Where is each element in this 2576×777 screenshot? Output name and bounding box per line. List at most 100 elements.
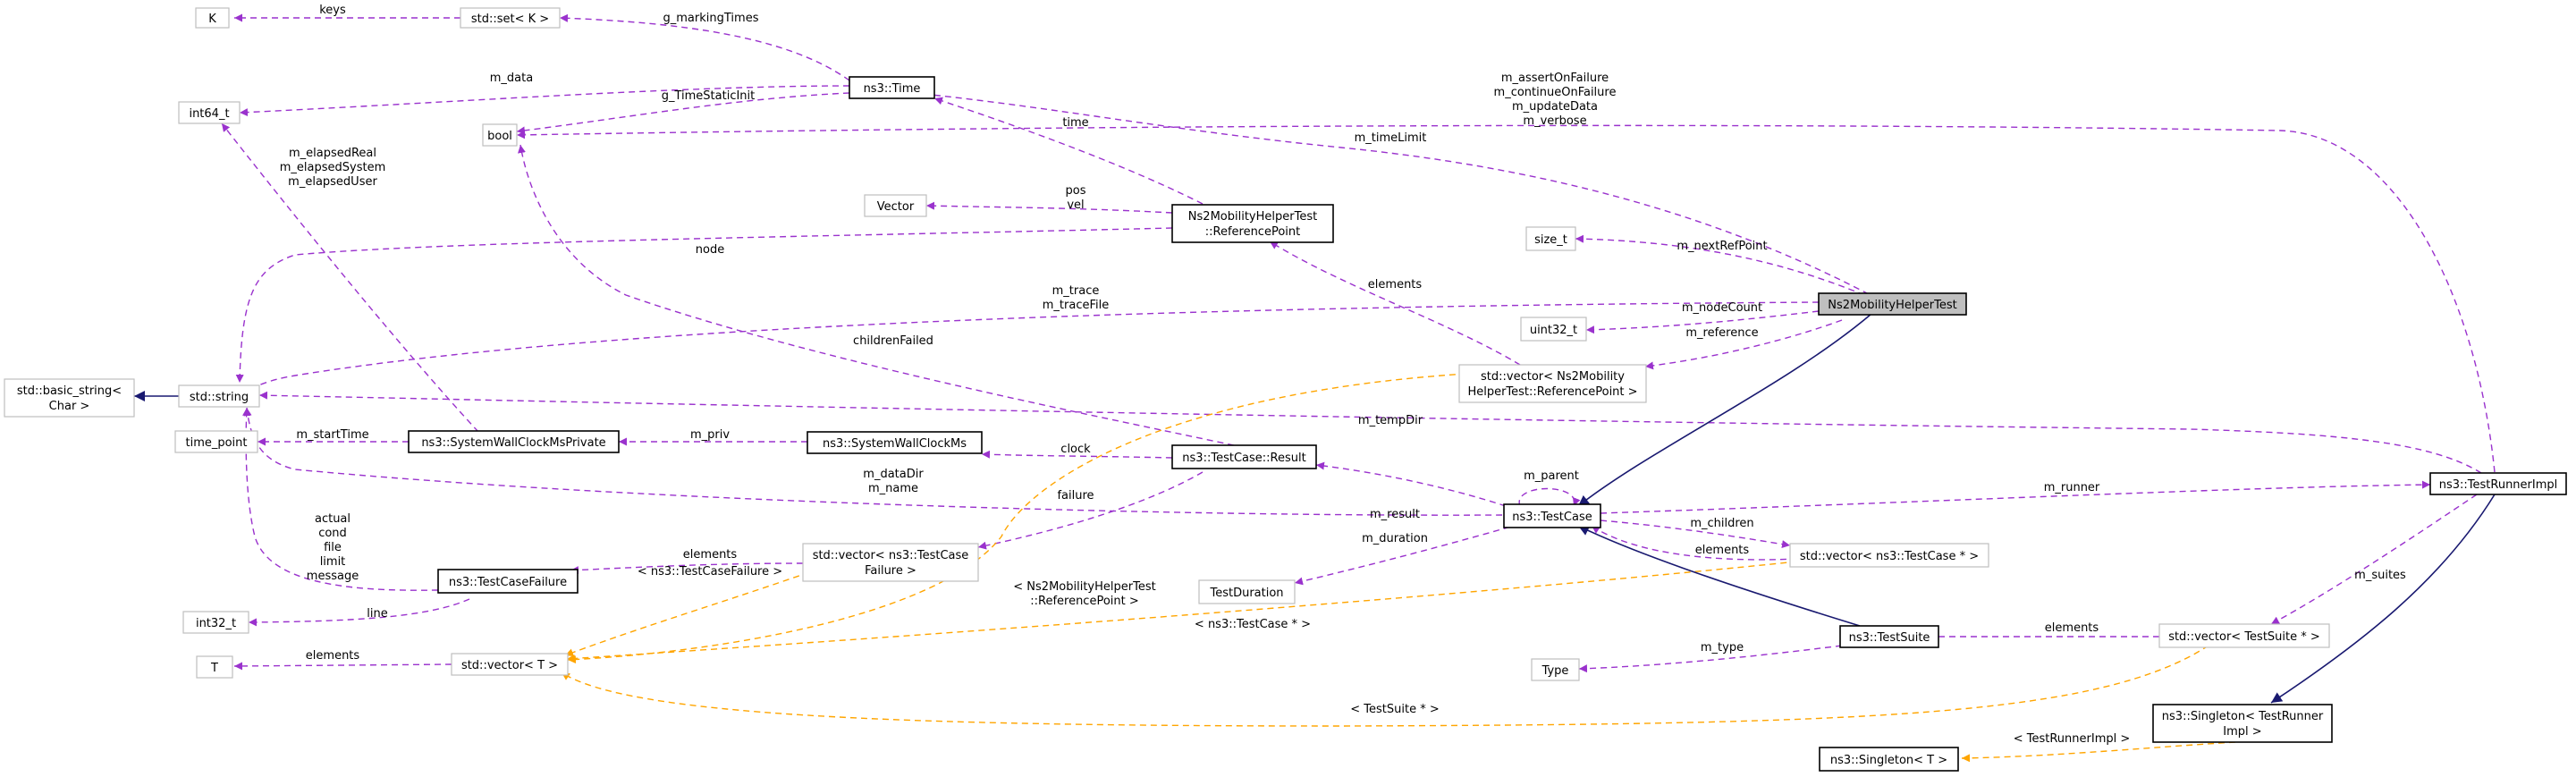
node-basic-string-label-2: Char > (49, 400, 90, 413)
edge-main-reference (1644, 319, 1843, 370)
label-m-duration: m_duration (1362, 532, 1428, 545)
label-member-flags-4: m_verbose (1523, 114, 1586, 128)
node-time-point[interactable]: time_point (174, 430, 258, 453)
node-time-point-label: time_point (185, 436, 247, 450)
node-vector-testsuite-ptr[interactable]: std::vector< TestSuite * > (2158, 623, 2330, 648)
node-std-vector-t[interactable]: std::vector< T > (451, 653, 569, 676)
label-time: time (1062, 116, 1088, 130)
node-uint32[interactable]: uint32_t (1520, 317, 1587, 342)
node-vector-testcase-failure-label-2: Failure > (865, 564, 916, 578)
edge-suite-type (1578, 645, 1843, 673)
node-reference-point-label-2: ::ReferencePoint (1205, 225, 1301, 239)
label-member-flags-1: m_assertOnFailure (1501, 72, 1609, 85)
node-vector-testcase-failure-label-1: std::vector< ns3::TestCase (813, 549, 969, 562)
node-vector-testcase-failure[interactable]: std::vector< ns3::TestCase Failure > (802, 543, 979, 582)
node-t-label: T (210, 662, 218, 675)
edge-testcase-duration (1294, 523, 1521, 586)
edges (134, 13, 2496, 763)
edge-ref-node (235, 227, 1173, 384)
edge-tmpl-runner (1961, 741, 2236, 763)
node-test-runner-impl[interactable]: ns3::TestRunnerImpl (2429, 472, 2567, 495)
label-elements-t: elements (306, 649, 360, 663)
node-size-t[interactable]: size_t (1525, 226, 1576, 251)
node-ns3-time-label: ns3::Time (864, 82, 921, 96)
edge-testcase-result (1315, 461, 1507, 507)
node-k-label: K (208, 13, 216, 26)
node-t[interactable]: T (196, 655, 233, 679)
edge-runner-tempdir (258, 391, 2482, 474)
label-m-tempdir: m_tempDir (1358, 414, 1423, 427)
label-message: message (307, 570, 359, 583)
label-tmpl-runner: < TestRunnerImpl > (2014, 732, 2131, 746)
label-keys: keys (319, 4, 346, 17)
node-size-t-label: size_t (1534, 233, 1567, 247)
edge-labels: keys g_markingTimes m_data g_TimeStaticI… (280, 4, 2406, 746)
node-std-string[interactable]: std::string (178, 384, 260, 408)
node-int32[interactable]: int32_t (182, 611, 249, 634)
edge-vecfailure-elements (570, 562, 804, 575)
node-test-duration-label: TestDuration (1209, 587, 1283, 600)
edge-main-nextref (1575, 234, 1865, 296)
node-vector-label: Vector (877, 200, 915, 214)
node-test-runner-impl-label: ns3::TestRunnerImpl (2439, 478, 2558, 492)
node-vector-testcase-ptr[interactable]: std::vector< ns3::TestCase * > (1789, 543, 1989, 568)
node-ns2-mobility-helper-test[interactable]: Ns2MobilityHelperTest (1818, 292, 1967, 316)
edge-failure-fields (242, 407, 439, 591)
node-type[interactable]: Type (1531, 658, 1580, 681)
edge-result-failure (977, 471, 1204, 550)
node-std-set[interactable]: std::set< K > (460, 7, 561, 29)
node-k[interactable]: K (195, 7, 230, 29)
node-reference-point[interactable]: Ns2MobilityHelperTest ::ReferencePoint (1171, 204, 1334, 243)
edge-runner-suites (2270, 494, 2478, 625)
label-actual: actual (315, 512, 351, 526)
label-m-suites: m_suites (2354, 569, 2406, 582)
node-int64[interactable]: int64_t (178, 101, 241, 124)
label-g-timestaticinit: g_TimeStaticInit (662, 89, 756, 103)
label-m-result: m_result (1370, 508, 1420, 521)
node-vector[interactable]: Vector (864, 194, 927, 217)
edge-tmpl-refpoint (567, 373, 1467, 664)
node-testcase[interactable]: ns3::TestCase (1503, 503, 1601, 528)
edge-testcase-parent (1518, 487, 1581, 507)
edge-vectc-elements (1591, 525, 1798, 561)
node-test-duration[interactable]: TestDuration (1198, 579, 1296, 604)
label-pos: pos (1066, 184, 1086, 198)
label-m-name: m_name (868, 482, 918, 495)
edge-private-elapsed (221, 122, 479, 433)
node-wallclock[interactable]: ns3::SystemWallClockMs (807, 431, 983, 454)
node-ns3-time[interactable]: ns3::Time (849, 76, 935, 99)
node-testcase-failure[interactable]: ns3::TestCaseFailure (437, 569, 579, 594)
node-basic-string[interactable]: std::basic_string< Char > (4, 378, 135, 418)
label-elapsed-3: m_elapsedUser (288, 175, 377, 189)
node-testcase-result[interactable]: ns3::TestCase::Result (1171, 444, 1317, 469)
label-tmpl-refpoint-1: < Ns2MobilityHelperTest (1013, 580, 1155, 594)
node-wallclock-label: ns3::SystemWallClockMs (823, 437, 967, 451)
edge-ref-time (933, 97, 1204, 205)
node-bool[interactable]: bool (482, 123, 518, 147)
edge-tmpl-failure (564, 571, 810, 657)
label-m-type: m_type (1701, 641, 1744, 655)
node-uint32-label: uint32_t (1530, 324, 1577, 337)
node-vector-reference-point[interactable]: std::vector< Ns2Mobility HelperTest::Ref… (1458, 364, 1647, 403)
label-tmpl-refpoint-2: ::ReferencePoint > (1030, 595, 1139, 608)
node-wallclock-private[interactable]: ns3::SystemWallClockMsPrivate (408, 430, 620, 453)
edge-time-staticinit (516, 92, 850, 135)
label-failure: failure (1057, 489, 1094, 503)
node-singleton-runner[interactable]: ns3::Singleton< TestRunner Impl > (2152, 704, 2333, 743)
node-std-string-label: std::string (190, 391, 249, 404)
label-file: file (324, 541, 342, 554)
node-std-vector-t-label: std::vector< T > (461, 659, 558, 672)
label-m-nextrefpoint: m_nextRefPoint (1677, 240, 1767, 253)
label-tmpl-testcase: < ns3::TestCase * > (1195, 618, 1311, 631)
node-singleton-t[interactable]: ns3::Singleton< T > (1819, 747, 1959, 772)
node-ns2-mobility-helper-test-label: Ns2MobilityHelperTest (1828, 299, 1956, 312)
label-elapsed-2: m_elapsedSystem (280, 161, 386, 174)
edge-testcase-datadir (243, 407, 1503, 516)
edge-inherit-runner-singleton (2270, 494, 2496, 704)
node-testsuite[interactable]: ns3::TestSuite (1839, 625, 1939, 648)
edge-failure-line (248, 598, 470, 627)
node-testcase-result-label: ns3::TestCase::Result (1182, 452, 1305, 465)
node-testcase-label: ns3::TestCase (1512, 511, 1592, 524)
label-m-tracefile: m_traceFile (1043, 299, 1109, 312)
